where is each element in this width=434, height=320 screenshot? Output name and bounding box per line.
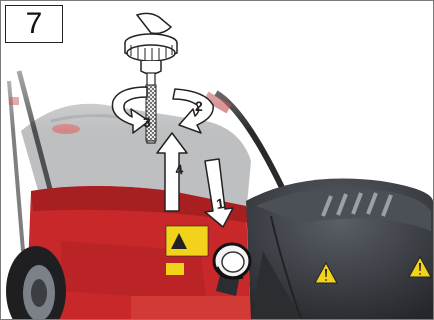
step-number: 7: [6, 6, 62, 42]
arrow-label-3: 3: [143, 114, 151, 130]
arrow-label-2: 2: [195, 98, 203, 114]
step-number-box: 7: [5, 5, 63, 43]
engine: [246, 179, 433, 320]
